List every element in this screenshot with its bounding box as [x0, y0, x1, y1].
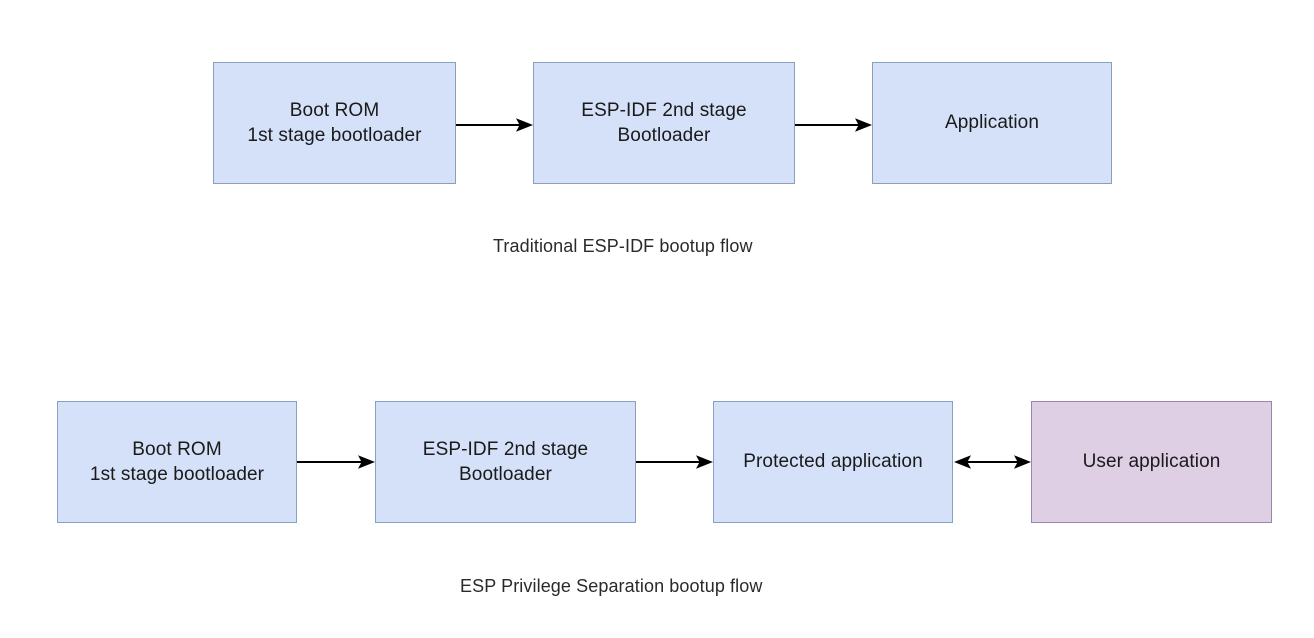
node-second-stage-bootloader-traditional[interactable]: ESP-IDF 2nd stage Bootloader: [533, 62, 795, 184]
arrow-protected-app-to-user-app-bidirectional: [953, 449, 1032, 475]
caption-privilege-separation-flow: ESP Privilege Separation bootup flow: [460, 576, 763, 596]
node-second-stage-bootloader-privsep[interactable]: ESP-IDF 2nd stage Bootloader: [375, 401, 636, 523]
node-protected-application[interactable]: Protected application: [713, 401, 953, 523]
arrow-bootloader-to-application-traditional: [795, 112, 873, 138]
arrow-boot-rom-to-bootloader-traditional: [456, 112, 534, 138]
node-boot-rom-privsep[interactable]: Boot ROM 1st stage bootloader: [57, 401, 297, 523]
node-application-traditional[interactable]: Application: [872, 62, 1112, 184]
node-user-application[interactable]: User application: [1031, 401, 1272, 523]
arrow-boot-rom-to-bootloader-privsep: [297, 449, 376, 475]
node-boot-rom-traditional[interactable]: Boot ROM 1st stage bootloader: [213, 62, 456, 184]
caption-traditional-flow: Traditional ESP-IDF bootup flow: [493, 236, 753, 256]
arrow-bootloader-to-protected-app: [636, 449, 714, 475]
